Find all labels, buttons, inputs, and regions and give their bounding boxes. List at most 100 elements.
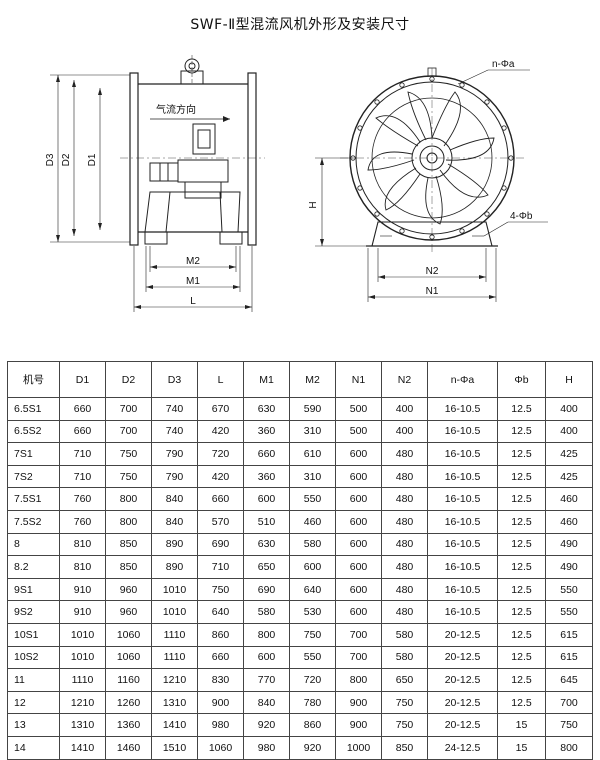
column-header: H xyxy=(545,361,593,398)
table-cell: 800 xyxy=(335,668,382,692)
table-cell: 645 xyxy=(545,668,593,692)
table-cell: 600 xyxy=(335,600,382,624)
label-n2: N2 xyxy=(426,266,439,277)
table-cell: 660 xyxy=(197,487,244,511)
table-cell: 24-12.5 xyxy=(427,735,498,760)
table-cell: 890 xyxy=(151,532,198,557)
table-cell: 12.5 xyxy=(497,577,546,602)
table-cell: 750 xyxy=(105,464,152,489)
table-cell: 15 xyxy=(497,735,546,760)
label-h: H xyxy=(308,201,319,208)
table-cell: 400 xyxy=(545,419,593,444)
table-cell: 600 xyxy=(243,487,290,511)
table-cell: 840 xyxy=(243,690,290,715)
column-header: 机号 xyxy=(7,361,60,398)
table-cell: 570 xyxy=(197,509,244,534)
table-cell: 14 xyxy=(7,735,60,760)
table-cell: 650 xyxy=(381,668,428,692)
table-cell: 690 xyxy=(197,532,244,557)
column-header: N1 xyxy=(335,361,382,398)
column-header: D1 xyxy=(59,361,106,398)
table-cell: 600 xyxy=(335,509,382,534)
table-cell: 12.5 xyxy=(497,622,546,647)
table-cell: 710 xyxy=(59,464,106,489)
table-cell: 1460 xyxy=(105,735,152,760)
table-cell: 16-10.5 xyxy=(427,419,498,444)
table-cell: 1110 xyxy=(151,645,198,670)
table-cell: 1510 xyxy=(151,735,198,760)
table-cell: 740 xyxy=(151,419,198,444)
airflow-label: 气流方向 xyxy=(156,103,196,116)
table-cell: 580 xyxy=(381,645,428,670)
table-cell: 6.5S1 xyxy=(7,397,60,421)
table-cell: 12.5 xyxy=(497,645,546,670)
table-cell: 600 xyxy=(335,464,382,489)
table-cell: 10S2 xyxy=(7,645,60,670)
table-cell: 1260 xyxy=(105,690,152,715)
table-cell: 460 xyxy=(545,487,593,511)
table-cell: 550 xyxy=(289,487,336,511)
table-cell: 7.5S2 xyxy=(7,509,60,534)
table-cell: 910 xyxy=(59,600,106,624)
table-cell: 800 xyxy=(243,622,290,647)
column-header: Φb xyxy=(497,361,546,398)
table-cell: 20-12.5 xyxy=(427,622,498,647)
label-m2: M2 xyxy=(186,256,200,267)
label-m1: M1 xyxy=(186,276,200,287)
table-cell: 480 xyxy=(381,487,428,511)
table-cell: 750 xyxy=(545,713,593,737)
table-cell: 7.5S1 xyxy=(7,487,60,511)
table-cell: 750 xyxy=(105,442,152,466)
label-4-phi-b: 4-Φb xyxy=(510,211,533,222)
table-cell: 1110 xyxy=(151,622,198,647)
table-cell: 810 xyxy=(59,555,106,579)
table-cell: 12.5 xyxy=(497,442,546,466)
table-cell: 490 xyxy=(545,532,593,557)
table-cell: 480 xyxy=(381,532,428,557)
table-cell: 1410 xyxy=(151,713,198,737)
table-cell: 1010 xyxy=(151,600,198,624)
column-header: L xyxy=(197,361,244,398)
table-cell: 1110 xyxy=(59,668,106,692)
table-cell: 750 xyxy=(381,713,428,737)
table-cell: 11 xyxy=(7,668,60,692)
table-cell: 480 xyxy=(381,555,428,579)
table-cell: 790 xyxy=(151,442,198,466)
table-cell: 480 xyxy=(381,600,428,624)
table-cell: 850 xyxy=(105,532,152,557)
table-cell: 790 xyxy=(151,464,198,489)
table-cell: 16-10.5 xyxy=(427,600,498,624)
table-cell: 660 xyxy=(243,442,290,466)
table-cell: 1210 xyxy=(151,668,198,692)
table-cell: 12.5 xyxy=(497,532,546,557)
table-cell: 900 xyxy=(335,690,382,715)
table-cell: 640 xyxy=(289,577,336,602)
table-cell: 580 xyxy=(289,532,336,557)
table-cell: 800 xyxy=(105,487,152,511)
table-cell: 310 xyxy=(289,464,336,489)
table-cell: 490 xyxy=(545,555,593,579)
table-cell: 16-10.5 xyxy=(427,442,498,466)
table-cell: 850 xyxy=(105,555,152,579)
table-cell: 12.5 xyxy=(497,600,546,624)
table-cell: 750 xyxy=(289,622,336,647)
table-cell: 20-12.5 xyxy=(427,690,498,715)
table-cell: 660 xyxy=(197,645,244,670)
table-cell: 1160 xyxy=(105,668,152,692)
table-cell: 1060 xyxy=(197,735,244,760)
table-cell: 16-10.5 xyxy=(427,555,498,579)
column-header: M1 xyxy=(243,361,290,398)
column-header: D3 xyxy=(151,361,198,398)
table-cell: 660 xyxy=(59,397,106,421)
